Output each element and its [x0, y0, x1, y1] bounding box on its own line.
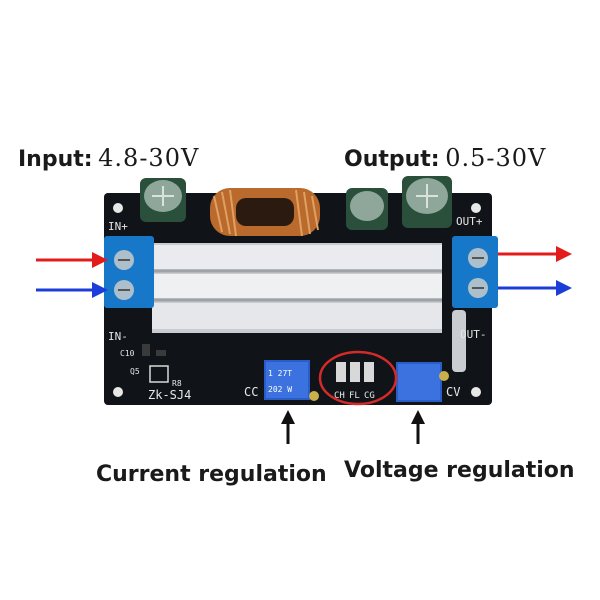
- silk-out-minus: OUT-: [460, 328, 487, 341]
- silk-out-plus: OUT+: [456, 215, 483, 228]
- input-positive-arrow: [36, 252, 108, 268]
- highlight-circle: [318, 350, 398, 406]
- capacitor-output-2: [402, 176, 452, 228]
- voltage-pointer-arrow: [411, 410, 425, 444]
- input-spec: Input: 4.8-30V: [18, 144, 199, 172]
- silk-cc: CC: [244, 385, 258, 399]
- silk-in-plus: IN+: [108, 220, 128, 233]
- silk-cv: CV: [446, 385, 460, 399]
- heatsink: [152, 243, 442, 333]
- current-potentiometer: [264, 360, 319, 401]
- pot-code: 202 W: [268, 385, 292, 394]
- output-value: 0.5-30V: [445, 144, 547, 172]
- status-leds: [336, 362, 374, 382]
- output-negative-arrow: [498, 280, 572, 296]
- input-terminal-block: [104, 236, 154, 308]
- pot-code-2: 1 27T: [268, 369, 292, 378]
- silk-c10: C10: [120, 349, 135, 358]
- input-label: Input:: [18, 147, 93, 172]
- output-label: Output:: [344, 147, 440, 172]
- output-terminal-block: [452, 236, 498, 308]
- capacitor-output-1: [346, 188, 388, 230]
- current-pointer-arrow: [281, 410, 295, 444]
- capacitor-input: [140, 178, 186, 222]
- silk-q5: Q5: [130, 367, 140, 376]
- silk-model: Zk-SJ4: [148, 388, 191, 402]
- input-value: 4.8-30V: [98, 144, 200, 172]
- silk-in-minus: IN-: [108, 330, 128, 343]
- silk-led-fl: FL: [349, 391, 360, 401]
- voltage-potentiometer: [396, 362, 449, 402]
- silk-led-cg: CG: [364, 391, 375, 401]
- inductor-coil: [210, 188, 320, 237]
- voltage-regulation-label: Voltage regulation: [344, 458, 575, 483]
- output-spec: Output: 0.5-30V: [344, 144, 546, 172]
- output-positive-arrow: [498, 246, 572, 262]
- current-regulation-label: Current regulation: [96, 462, 327, 487]
- input-negative-arrow: [36, 282, 108, 298]
- silk-r8: R8: [172, 379, 182, 388]
- silk-led-ch: CH: [334, 391, 345, 401]
